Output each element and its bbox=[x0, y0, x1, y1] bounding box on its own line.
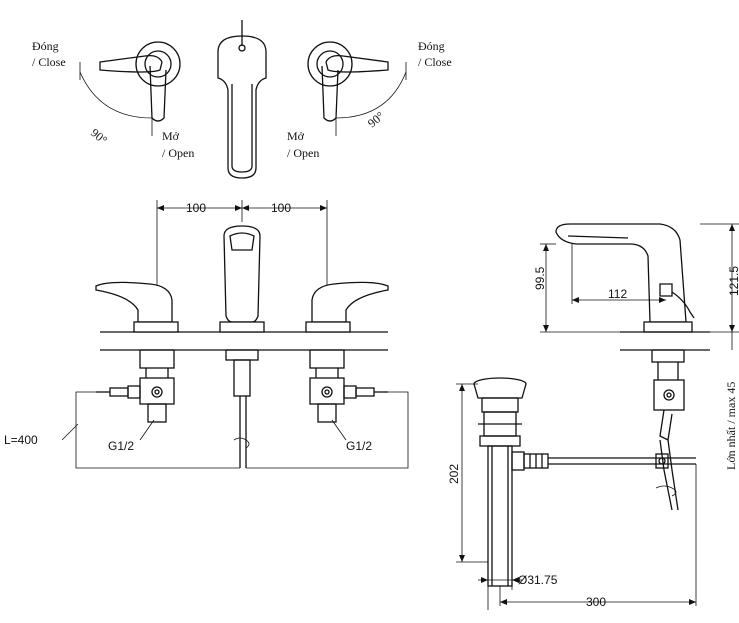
total-height-value: 121.5 bbox=[727, 266, 739, 296]
open-label-left-en: / Open bbox=[162, 146, 194, 160]
spout-height-value: 99.5 bbox=[533, 266, 547, 290]
open-label-right-vi: Mở bbox=[287, 129, 305, 143]
thread-label-left: G1/2 bbox=[108, 439, 134, 453]
drain-offset-value: 300 bbox=[586, 595, 606, 609]
spacing-right-value: 100 bbox=[271, 201, 291, 215]
open-label-right-en: / Open bbox=[287, 146, 319, 160]
side-dimensions bbox=[540, 223, 739, 350]
spacing-left-value: 100 bbox=[186, 201, 206, 215]
close-label-left-vi: Đóng bbox=[32, 39, 59, 53]
hose-length-label: L=400 bbox=[4, 433, 38, 447]
close-label-right-vi: Đóng bbox=[418, 39, 445, 53]
thread-label-right: G1/2 bbox=[346, 439, 372, 453]
thread-leader-right bbox=[331, 419, 347, 441]
open-label-left-vi: Mở bbox=[162, 129, 180, 143]
close-label-right-en: / Close bbox=[418, 55, 452, 69]
angle-label-right: 90° bbox=[365, 109, 387, 131]
hose-outline bbox=[75, 391, 409, 469]
spout-top-view bbox=[217, 20, 267, 179]
right-handle-front bbox=[305, 281, 389, 423]
thread-leader-left bbox=[139, 419, 155, 441]
hose-leader bbox=[61, 423, 79, 441]
close-label-left-en: / Close bbox=[32, 55, 66, 69]
side-elevation bbox=[548, 223, 710, 511]
spout-front bbox=[219, 225, 265, 468]
drain-dimensions bbox=[456, 383, 697, 610]
drain-diameter-value: Ø31.75 bbox=[518, 573, 558, 587]
angle-label-left: 90° bbox=[88, 126, 110, 148]
left-handle-top-view bbox=[79, 41, 181, 136]
deck-max-value: Lớn nhất / max 45 bbox=[724, 382, 738, 470]
drain-height-value: 202 bbox=[447, 464, 461, 484]
left-handle-front bbox=[95, 281, 179, 423]
right-handle-top-view bbox=[307, 41, 407, 136]
spout-reach-value: 112 bbox=[608, 287, 627, 301]
popup-drain bbox=[473, 377, 549, 587]
spacing-dimensions bbox=[156, 200, 328, 300]
